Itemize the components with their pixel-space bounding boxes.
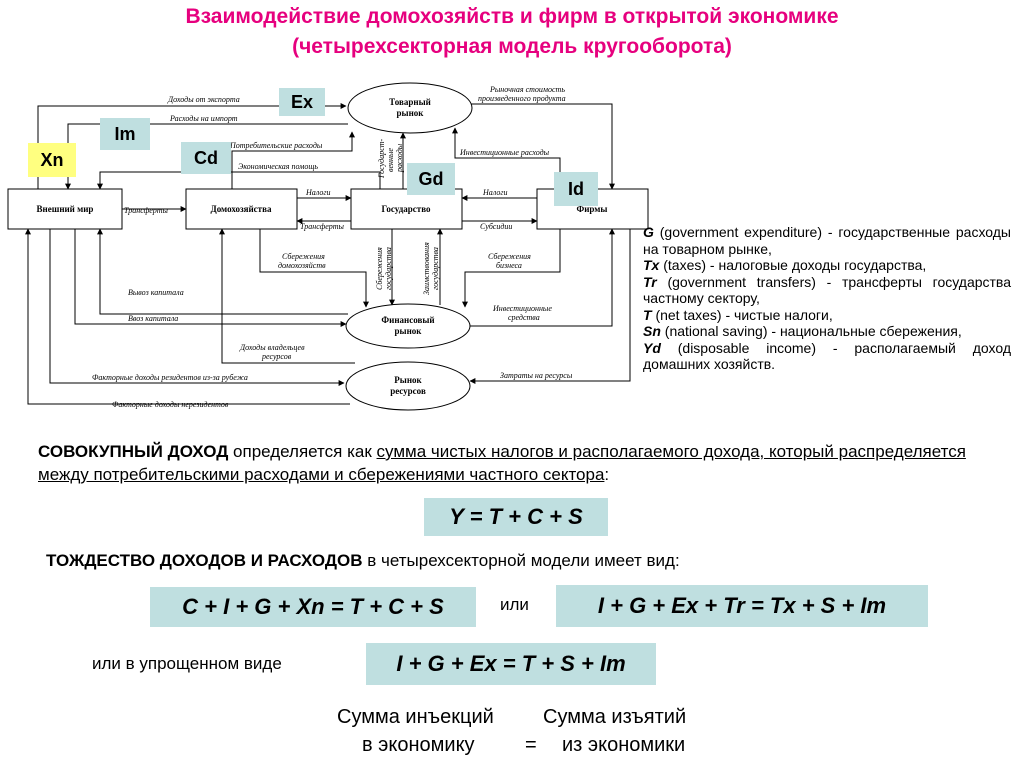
formula-main: C + I + G + Xn = T + C + S (150, 587, 476, 627)
arrow-consumer-spending (231, 131, 355, 189)
label-capital-export: Вывоз капитала (128, 288, 184, 297)
label-export-income: Доходы от экспорта (167, 95, 240, 104)
arrow-household-savings (259, 229, 369, 308)
page-subtitle: (четырехсекторная модель кругооборота) (292, 35, 732, 58)
label-gov-spending-1: Государст- (377, 138, 386, 179)
tag-xn: Xn (28, 143, 76, 177)
legend-item-yd: Yd (disposable income) - располагаемый д… (643, 339, 1011, 373)
arrow-capital-import (74, 229, 347, 327)
node-government: Государство (350, 188, 463, 230)
tag-id: Id (554, 172, 598, 206)
label-business-savings-2: бизнеса (496, 261, 522, 270)
label-owner-income-1: Доходы владельцев (239, 343, 305, 352)
node-financial-market: Финансовый рынок (345, 303, 471, 349)
label-gov-savings-2: государства (384, 247, 393, 290)
circular-flow-diagram: Внешний мир Домохозяйства Государство Фи… (7, 82, 649, 411)
legend-item-g: G (government expenditure) - государстве… (643, 224, 1011, 257)
arrow-investment-spending (452, 127, 561, 189)
node-goods-market-label-1: Товарный (389, 97, 431, 107)
formula-y: Y = T + C + S (424, 498, 608, 536)
withdrawals-label-1: Сумма изъятий (543, 706, 687, 728)
legend: G (government expenditure) - государстве… (643, 224, 1011, 373)
label-resource-costs: Затраты на ресурсы (500, 371, 573, 380)
node-government-label: Государство (381, 204, 431, 214)
label-subsidies: Субсидии (480, 222, 512, 231)
node-firms-label: Фирмы (577, 204, 608, 214)
label-household-savings-2: домохозяйств (278, 261, 326, 270)
or-label: или (500, 595, 529, 614)
label-capital-import: Ввоз капитала (128, 314, 178, 323)
label-market-value-2: произведенного продукта (478, 94, 566, 103)
identity-heading: ТОЖДЕСТВО ДОХОДОВ И РАСХОДОВ в четырехсе… (46, 551, 680, 570)
arrow-business-savings (462, 229, 561, 308)
node-households: Домохозяйства (185, 188, 298, 230)
label-taxes-households: Налоги (305, 188, 330, 197)
arrow-factor-income-nonresidents (25, 228, 350, 405)
legend-item-sn: Sn (national saving) - национальные сбер… (643, 323, 962, 339)
tag-gd: Gd (407, 163, 455, 195)
label-economic-aid: Экономическая помощь (238, 162, 318, 171)
arrow-market-value (470, 103, 615, 190)
arrow-capital-export (97, 228, 348, 315)
node-world: Внешний мир (7, 188, 123, 230)
label-household-savings-1: Сбережения (282, 252, 325, 261)
label-investment-spending: Инвестиционные расходы (459, 148, 550, 157)
node-goods-market-label-2: рынок (397, 108, 425, 118)
withdrawals-label-2: из экономики (562, 734, 686, 756)
label-import-spending: Расходы на импорт (169, 114, 238, 123)
tag-cd: Cd (181, 142, 231, 174)
node-world-label: Внешний мир (37, 204, 94, 214)
node-households-label: Домохозяйства (211, 204, 272, 214)
label-market-value-1: Рыночная стоимость (489, 85, 565, 94)
label-investment-funds-1: Инвестиционные (492, 304, 552, 313)
node-resource-market-label-2: ресурсов (390, 386, 426, 396)
page-title: Взаимодействие домохозяйств и фирм в отк… (185, 5, 839, 28)
label-gov-borrowing-2: государства (431, 247, 440, 290)
label-consumer-spending: Потребительские расходы (229, 141, 323, 150)
tag-ex: Ex (279, 88, 325, 116)
label-gov-borrowing-1: Заимствования (422, 242, 431, 295)
legend-item-tx: Tx (taxes) - налоговые доходы государств… (643, 257, 927, 273)
arrow-resource-costs (469, 229, 631, 384)
label-gov-savings-1: Сбережения (375, 247, 384, 290)
node-financial-market-label-1: Финансовый (381, 315, 434, 325)
node-goods-market: Товарный рынок (347, 82, 473, 134)
formula-alt: I + G + Ex + Tr = Tx + S + Im (556, 585, 928, 627)
label-factor-income-residents: Факторные доходы резидентов из-за рубежа (92, 373, 248, 382)
label-gov-spending-3: расходы (395, 143, 404, 173)
formula-simplified: I + G + Ex = T + S + Im (366, 643, 656, 685)
injections-label-2: в экономику (362, 734, 475, 756)
node-resource-market-label-1: Рынок (394, 375, 422, 385)
injections-label-1: Сумма инъекций (337, 706, 494, 728)
label-taxes-firms: Налоги (482, 188, 507, 197)
label-transfers-households: Трансферты (300, 222, 344, 231)
label-owner-income-2: ресурсов (261, 352, 292, 361)
label-business-savings-1: Сбережения (488, 252, 531, 261)
arrow-investment-funds (470, 228, 615, 327)
node-resource-market: Рынок ресурсов (345, 361, 471, 411)
arrow-factor-income-residents (49, 229, 345, 386)
equals-sign: = (525, 734, 537, 756)
label-transfers-world: Трансферты (124, 206, 168, 215)
legend-item-tr: Tr (government transfers) - трансферты г… (643, 273, 1011, 307)
aggregate-income-paragraph: СОВОКУПНЫЙ ДОХОД определяется как сумма … (38, 442, 966, 484)
node-financial-market-label-2: рынок (395, 326, 423, 336)
tag-im: Im (100, 118, 150, 150)
label-factor-income-nonresidents: Факторные доходы нерезидентов (112, 400, 229, 409)
label-gov-spending-2: венные (386, 148, 395, 172)
legend-item-t: T (net taxes) - чистые налоги, (643, 306, 833, 323)
simplified-label: или в упрощенном виде (92, 654, 282, 673)
arrow-owner-income (219, 228, 355, 364)
label-investment-funds-2: средства (508, 313, 540, 322)
arrow-economic-aid (97, 171, 381, 190)
